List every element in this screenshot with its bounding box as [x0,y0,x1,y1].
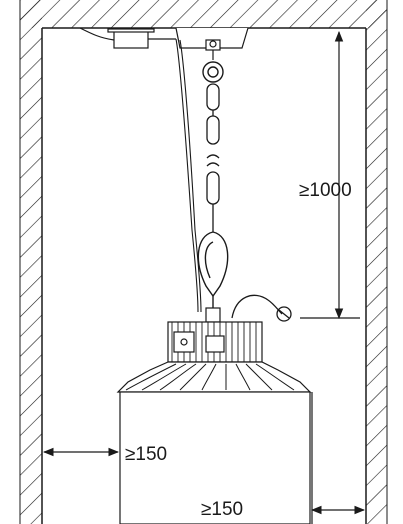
left-clearance-label: ≥150 [125,444,167,465]
right-wall [365,0,388,524]
power-cable [175,38,202,313]
ceiling [20,0,387,29]
right-clearance-label: ≥150 [201,499,243,520]
ceiling-clearance-label: ≥1000 [299,180,352,201]
junction-box [79,27,176,49]
ceiling-bracket [175,27,249,60]
chain-icon [206,83,220,232]
high-bay-light-icon [116,307,312,524]
eye-bolt-icon [202,61,224,83]
snap-hook-icon [197,231,229,310]
ceiling-clearance-dimension [300,30,360,320]
left-wall [19,0,43,524]
right-clearance-dimension [310,392,366,524]
cable-gland-icon [231,294,292,322]
